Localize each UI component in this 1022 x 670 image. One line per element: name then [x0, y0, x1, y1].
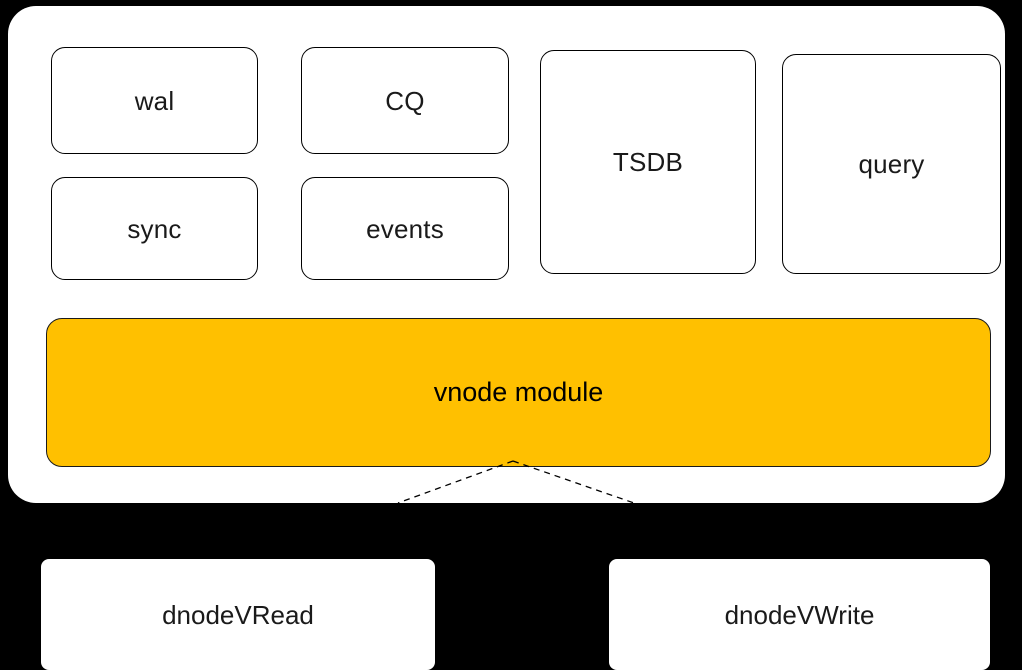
dnode-box-dnodevread[interactable]: dnodeVRead — [41, 559, 435, 670]
module-label-tsdb: TSDB — [612, 147, 684, 177]
module-label-wal: wal — [134, 85, 175, 116]
module-label-cq: CQ — [385, 85, 425, 116]
module-label-sync: sync — [127, 213, 182, 244]
vnode-module-bar[interactable]: vnode module — [46, 318, 991, 467]
module-box-tsdb[interactable]: TSDB — [540, 50, 756, 274]
module-box-sync[interactable]: sync — [51, 177, 258, 280]
dnode-label-dnodevwrite: dnodeVWrite — [724, 599, 875, 630]
module-box-events[interactable]: events — [301, 177, 509, 280]
module-box-wal[interactable]: wal — [51, 47, 258, 154]
module-label-events: events — [366, 213, 444, 244]
module-label-query: query — [858, 149, 925, 179]
module-box-cq[interactable]: CQ — [301, 47, 509, 154]
dnode-label-dnodevread: dnodeVRead — [162, 599, 314, 630]
dnode-box-dnodevwrite[interactable]: dnodeVWrite — [609, 559, 990, 670]
module-box-query[interactable]: query — [782, 54, 1001, 274]
vnode-module-label: vnode module — [433, 377, 604, 407]
vnode-container: wal sync CQ events TSDB query vnode modu… — [8, 6, 1005, 503]
